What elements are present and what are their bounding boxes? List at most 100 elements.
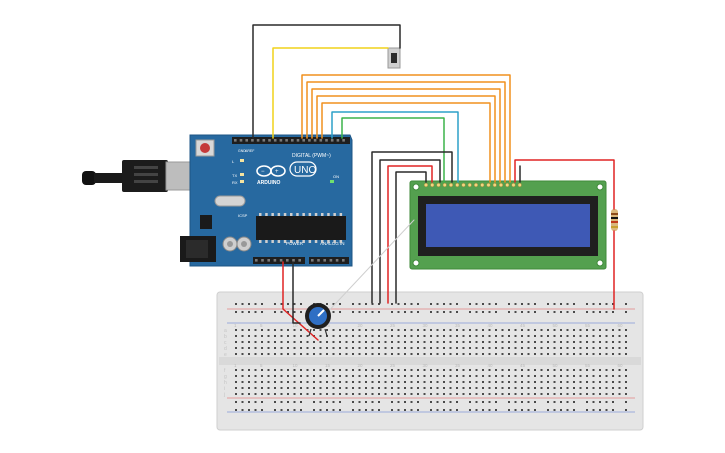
breadboard-hole[interactable]	[254, 381, 257, 383]
breadboard-hole[interactable]	[566, 409, 569, 411]
breadboard-hole[interactable]	[287, 311, 289, 313]
breadboard-hole[interactable]	[280, 347, 283, 349]
breadboard-hole[interactable]	[443, 375, 445, 377]
breadboard-hole[interactable]	[332, 347, 335, 349]
breadboard-hole[interactable]	[592, 353, 595, 355]
breadboard-hole[interactable]	[573, 303, 575, 305]
breadboard-hole[interactable]	[482, 393, 484, 395]
power-pin[interactable]	[286, 259, 289, 262]
breadboard-hole[interactable]	[462, 393, 465, 395]
breadboard-hole[interactable]	[300, 381, 302, 383]
breadboard-hole[interactable]	[326, 393, 328, 395]
breadboard-hole[interactable]	[339, 393, 341, 395]
breadboard-hole[interactable]	[293, 347, 296, 349]
breadboard-hole[interactable]	[358, 329, 361, 331]
pushbutton[interactable]	[387, 47, 401, 69]
breadboard-hole[interactable]	[404, 375, 406, 377]
breadboard-hole[interactable]	[547, 329, 549, 331]
breadboard-hole[interactable]	[495, 381, 497, 383]
breadboard-hole[interactable]	[371, 401, 374, 403]
breadboard-hole[interactable]	[384, 335, 387, 337]
breadboard-hole[interactable]	[456, 369, 458, 371]
breadboard-hole[interactable]	[410, 375, 413, 377]
lcd-pin[interactable]	[455, 182, 460, 188]
breadboard-hole[interactable]	[241, 375, 244, 377]
breadboard-hole[interactable]	[534, 381, 536, 383]
breadboard-hole[interactable]	[371, 409, 374, 411]
breadboard-hole[interactable]	[280, 375, 283, 377]
breadboard-hole[interactable]	[332, 381, 335, 383]
breadboard-hole[interactable]	[261, 347, 263, 349]
breadboard-hole[interactable]	[449, 347, 452, 349]
breadboard-hole[interactable]	[358, 387, 361, 389]
breadboard-hole[interactable]	[378, 381, 380, 383]
breadboard-hole[interactable]	[508, 409, 510, 411]
wire-red-5v[interactable]	[282, 261, 319, 341]
breadboard-hole[interactable]	[521, 369, 523, 371]
breadboard-hole[interactable]	[488, 369, 491, 371]
breadboard-hole[interactable]	[443, 381, 445, 383]
breadboard-hole[interactable]	[436, 375, 439, 377]
breadboard-hole[interactable]	[618, 341, 621, 343]
breadboard-hole[interactable]	[313, 393, 315, 395]
breadboard-hole[interactable]	[410, 311, 413, 313]
breadboard-hole[interactable]	[540, 369, 543, 371]
breadboard-hole[interactable]	[469, 381, 471, 383]
breadboard-hole[interactable]	[417, 353, 419, 355]
analog-pin[interactable]	[329, 259, 333, 262]
breadboard-hole[interactable]	[553, 381, 556, 383]
digital-pin[interactable]	[239, 139, 243, 142]
breadboard-hole[interactable]	[378, 369, 380, 371]
breadboard-hole[interactable]	[345, 341, 348, 343]
breadboard-hole[interactable]	[488, 311, 491, 313]
digital-pin[interactable]	[268, 139, 271, 142]
breadboard-hole[interactable]	[267, 347, 270, 349]
breadboard-hole[interactable]	[592, 369, 595, 371]
breadboard-hole[interactable]	[592, 387, 595, 389]
breadboard-hole[interactable]	[358, 353, 361, 355]
breadboard-hole[interactable]	[586, 341, 588, 343]
breadboard-hole[interactable]	[514, 375, 517, 377]
breadboard-hole[interactable]	[592, 329, 595, 331]
breadboard-hole[interactable]	[274, 347, 276, 349]
breadboard-hole[interactable]	[248, 329, 250, 331]
breadboard-hole[interactable]	[469, 347, 471, 349]
breadboard-hole[interactable]	[540, 341, 543, 343]
breadboard-hole[interactable]	[254, 369, 257, 371]
breadboard-hole[interactable]	[605, 393, 608, 395]
breadboard-hole[interactable]	[599, 381, 601, 383]
breadboard-hole[interactable]	[274, 303, 276, 305]
breadboard-hole[interactable]	[618, 387, 621, 389]
breadboard-hole[interactable]	[319, 401, 322, 403]
breadboard-hole[interactable]	[352, 329, 354, 331]
breadboard-hole[interactable]	[586, 381, 588, 383]
breadboard-hole[interactable]	[371, 393, 374, 395]
breadboard-hole[interactable]	[332, 353, 335, 355]
breadboard-hole[interactable]	[423, 393, 426, 395]
breadboard-hole[interactable]	[235, 393, 237, 395]
breadboard-hole[interactable]	[254, 375, 257, 377]
breadboard-hole[interactable]	[534, 393, 536, 395]
breadboard-hole[interactable]	[417, 401, 419, 403]
breadboard-hole[interactable]	[573, 311, 575, 313]
breadboard-hole[interactable]	[508, 369, 510, 371]
breadboard-hole[interactable]	[553, 303, 556, 305]
breadboard-hole[interactable]	[618, 353, 621, 355]
power-pin[interactable]	[273, 259, 277, 262]
breadboard-hole[interactable]	[287, 329, 289, 331]
analog-pin[interactable]	[311, 259, 314, 262]
breadboard-hole[interactable]	[417, 409, 419, 411]
breadboard-hole[interactable]	[495, 393, 497, 395]
breadboard-hole[interactable]	[592, 381, 595, 383]
breadboard-hole[interactable]	[352, 303, 354, 305]
breadboard-hole[interactable]	[579, 369, 582, 371]
breadboard-hole[interactable]	[365, 393, 367, 395]
breadboard-hole[interactable]	[397, 393, 400, 395]
lcd-pin[interactable]	[423, 182, 429, 188]
breadboard-hole[interactable]	[612, 341, 614, 343]
breadboard-hole[interactable]	[358, 303, 361, 305]
breadboard-hole[interactable]	[625, 393, 627, 395]
lcd-pin[interactable]	[492, 182, 497, 188]
breadboard-hole[interactable]	[592, 401, 595, 403]
digital-pin[interactable]	[251, 139, 254, 142]
